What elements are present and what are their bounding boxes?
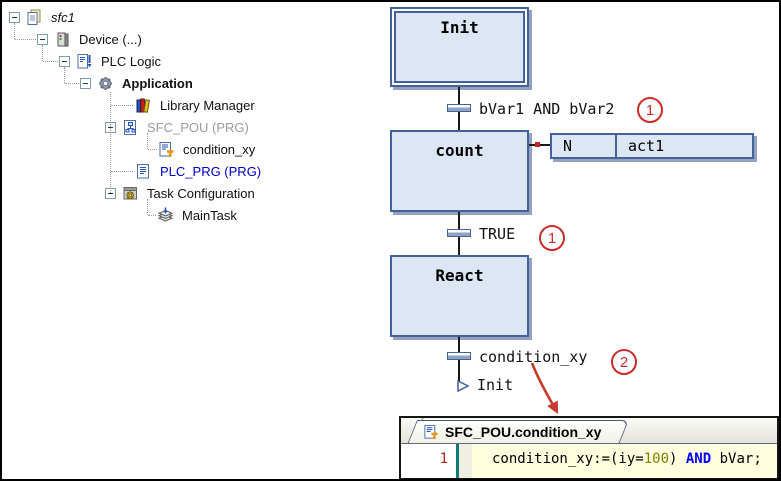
editor-tab-strip: SFC_POU.condition_xy: [401, 418, 777, 444]
action-name-cell[interactable]: act1: [617, 133, 754, 159]
application-gear-icon: [99, 76, 112, 90]
tree-item-label: Device (...): [79, 31, 142, 47]
transition-condition[interactable]: condition_xy: [479, 348, 588, 366]
jump-arrow-icon: [457, 379, 470, 393]
action-qualifier-cell[interactable]: N: [550, 133, 617, 159]
tree-connector: [14, 23, 15, 39]
tree-item-sfc-pou[interactable]: SFC_POU (PRG): [2, 116, 362, 138]
tree-item-label: condition_xy: [183, 141, 256, 157]
tree-connector: [64, 67, 65, 83]
collapse-toggle-icon[interactable]: [9, 11, 20, 23]
tree-connector: [111, 105, 133, 106]
tree-item-sfc1[interactable]: sfc1: [2, 6, 362, 28]
tree-connector: [110, 92, 111, 193]
action-document-icon: [159, 141, 174, 157]
condition-editor-panel: SFC_POU.condition_xy 1 condition_xy:=(iy…: [399, 416, 779, 479]
pou-document-icon: [137, 163, 149, 178]
sfc-transition-bar[interactable]: [447, 104, 471, 112]
plc-logic-icon: [77, 53, 92, 68]
collapse-toggle-icon[interactable]: [37, 33, 48, 45]
breakpoint-gutter[interactable]: [459, 444, 472, 478]
tree-item-library-manager[interactable]: Library Manager: [2, 94, 362, 116]
sfc-step-count[interactable]: count: [390, 130, 529, 212]
sfc-step-react[interactable]: React: [390, 255, 529, 337]
task-config-icon: [123, 186, 137, 199]
tree-item-maintask[interactable]: MainTask: [2, 204, 362, 226]
tab-label: SFC_POU.condition_xy: [445, 423, 602, 440]
maintask-icon: [157, 207, 174, 222]
tree-connector: [148, 149, 157, 150]
tree-connector: [111, 171, 133, 172]
step-name: Init: [440, 18, 479, 37]
code-text[interactable]: condition_xy:=(iy=100) AND bVar;: [472, 444, 777, 478]
tree-connector: [43, 61, 58, 62]
tree-item-plc-prg[interactable]: PLC_PRG (PRG): [2, 160, 362, 182]
annotation-badge-2: 2: [611, 349, 637, 375]
sfc-connector-line: [458, 337, 460, 353]
tree-connector: [147, 133, 148, 149]
library-books-icon: [136, 98, 150, 113]
tree-item-label: sfc1: [51, 9, 75, 25]
tree-item-label: Task Configuration: [147, 185, 255, 201]
sfc-connector-line: [458, 112, 460, 130]
tree-item-label: Application: [122, 75, 193, 91]
tree-item-task-configuration[interactable]: Task Configuration: [2, 182, 362, 204]
tree-item-label: SFC_POU (PRG): [147, 119, 249, 135]
project-tree: sfc1 Device (...) PLC Logic: [2, 6, 362, 226]
annotation-badge-1: 1: [637, 97, 663, 123]
keyword-and: AND: [685, 451, 712, 467]
step-name: count: [435, 141, 484, 160]
tree-item-label: MainTask: [182, 207, 237, 223]
tree-item-label: PLC_PRG (PRG): [160, 163, 262, 179]
sfc-connector-line: [458, 87, 460, 105]
code-line: 1 condition_xy:=(iy=100) AND bVar;: [401, 444, 777, 478]
sfc-connector-line: [458, 360, 460, 386]
device-icon: [57, 32, 69, 46]
tab-sfc-pou-condition-xy[interactable]: SFC_POU.condition_xy: [407, 420, 629, 443]
gutter-divider: [456, 444, 459, 478]
annotation-badge-1: 1: [539, 225, 565, 251]
collapse-toggle-icon[interactable]: [80, 77, 91, 89]
sfc-connector-line: [458, 237, 460, 255]
number-literal: 100: [643, 451, 670, 467]
action-block[interactable]: N act1: [550, 133, 754, 159]
tree-connector: [148, 215, 156, 216]
tree-connector: [65, 83, 79, 84]
sfc-pou-icon: [124, 119, 136, 135]
transition-condition[interactable]: TRUE: [479, 225, 516, 243]
action-document-icon: [424, 424, 438, 439]
sfc-transition-bar[interactable]: [447, 229, 471, 237]
sfc-step-init[interactable]: Init: [390, 7, 529, 87]
connector-marker: [535, 142, 540, 147]
tree-item-plc-logic[interactable]: PLC Logic: [2, 50, 362, 72]
collapse-toggle-icon[interactable]: [59, 55, 70, 67]
tree-item-label: Library Manager: [160, 97, 255, 113]
tree-item-condition-xy[interactable]: condition_xy: [2, 138, 362, 160]
tree-connector: [15, 39, 36, 40]
sfc-connector-line: [458, 212, 460, 230]
tree-item-device[interactable]: Device (...): [2, 28, 362, 50]
line-number: 1: [401, 444, 456, 478]
transition-condition[interactable]: bVar1 AND bVar2: [479, 100, 615, 118]
tree-item-application[interactable]: Application: [2, 72, 362, 94]
sfc-transition-bar[interactable]: [447, 352, 471, 360]
jump-target[interactable]: Init: [477, 376, 514, 394]
tree-item-label: PLC Logic: [101, 53, 161, 69]
project-icon: [27, 9, 41, 25]
tree-connector: [147, 199, 148, 215]
tree-connector: [42, 45, 43, 61]
step-name: React: [435, 266, 484, 285]
